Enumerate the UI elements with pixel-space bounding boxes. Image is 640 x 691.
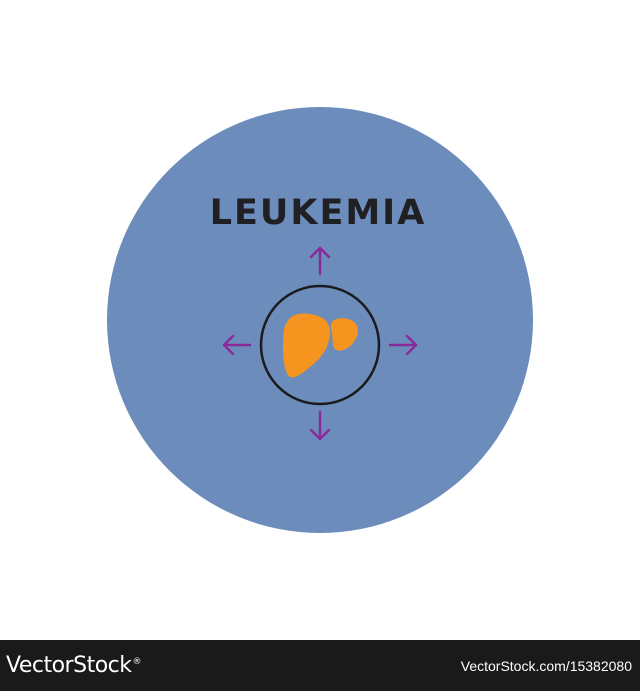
center-ring <box>259 284 381 406</box>
arrow-right-icon <box>388 334 418 356</box>
arrow-down-icon <box>309 410 331 441</box>
brand-logo: VectorStock® <box>6 653 141 678</box>
arrow-left-icon <box>222 334 252 356</box>
illustration-title: LEUKEMIA <box>210 193 427 233</box>
watermark-footer: VectorStock® VectorStock.com/15382080 <box>0 640 640 691</box>
illustration: LEUKEMIA <box>107 107 533 533</box>
stock-url: VectorStock.com/15382080 <box>460 657 632 674</box>
liver-icon <box>283 313 358 378</box>
arrow-up-icon <box>309 246 331 276</box>
brand-name: VectorStock <box>6 653 132 678</box>
trademark-symbol: ® <box>132 656 142 667</box>
